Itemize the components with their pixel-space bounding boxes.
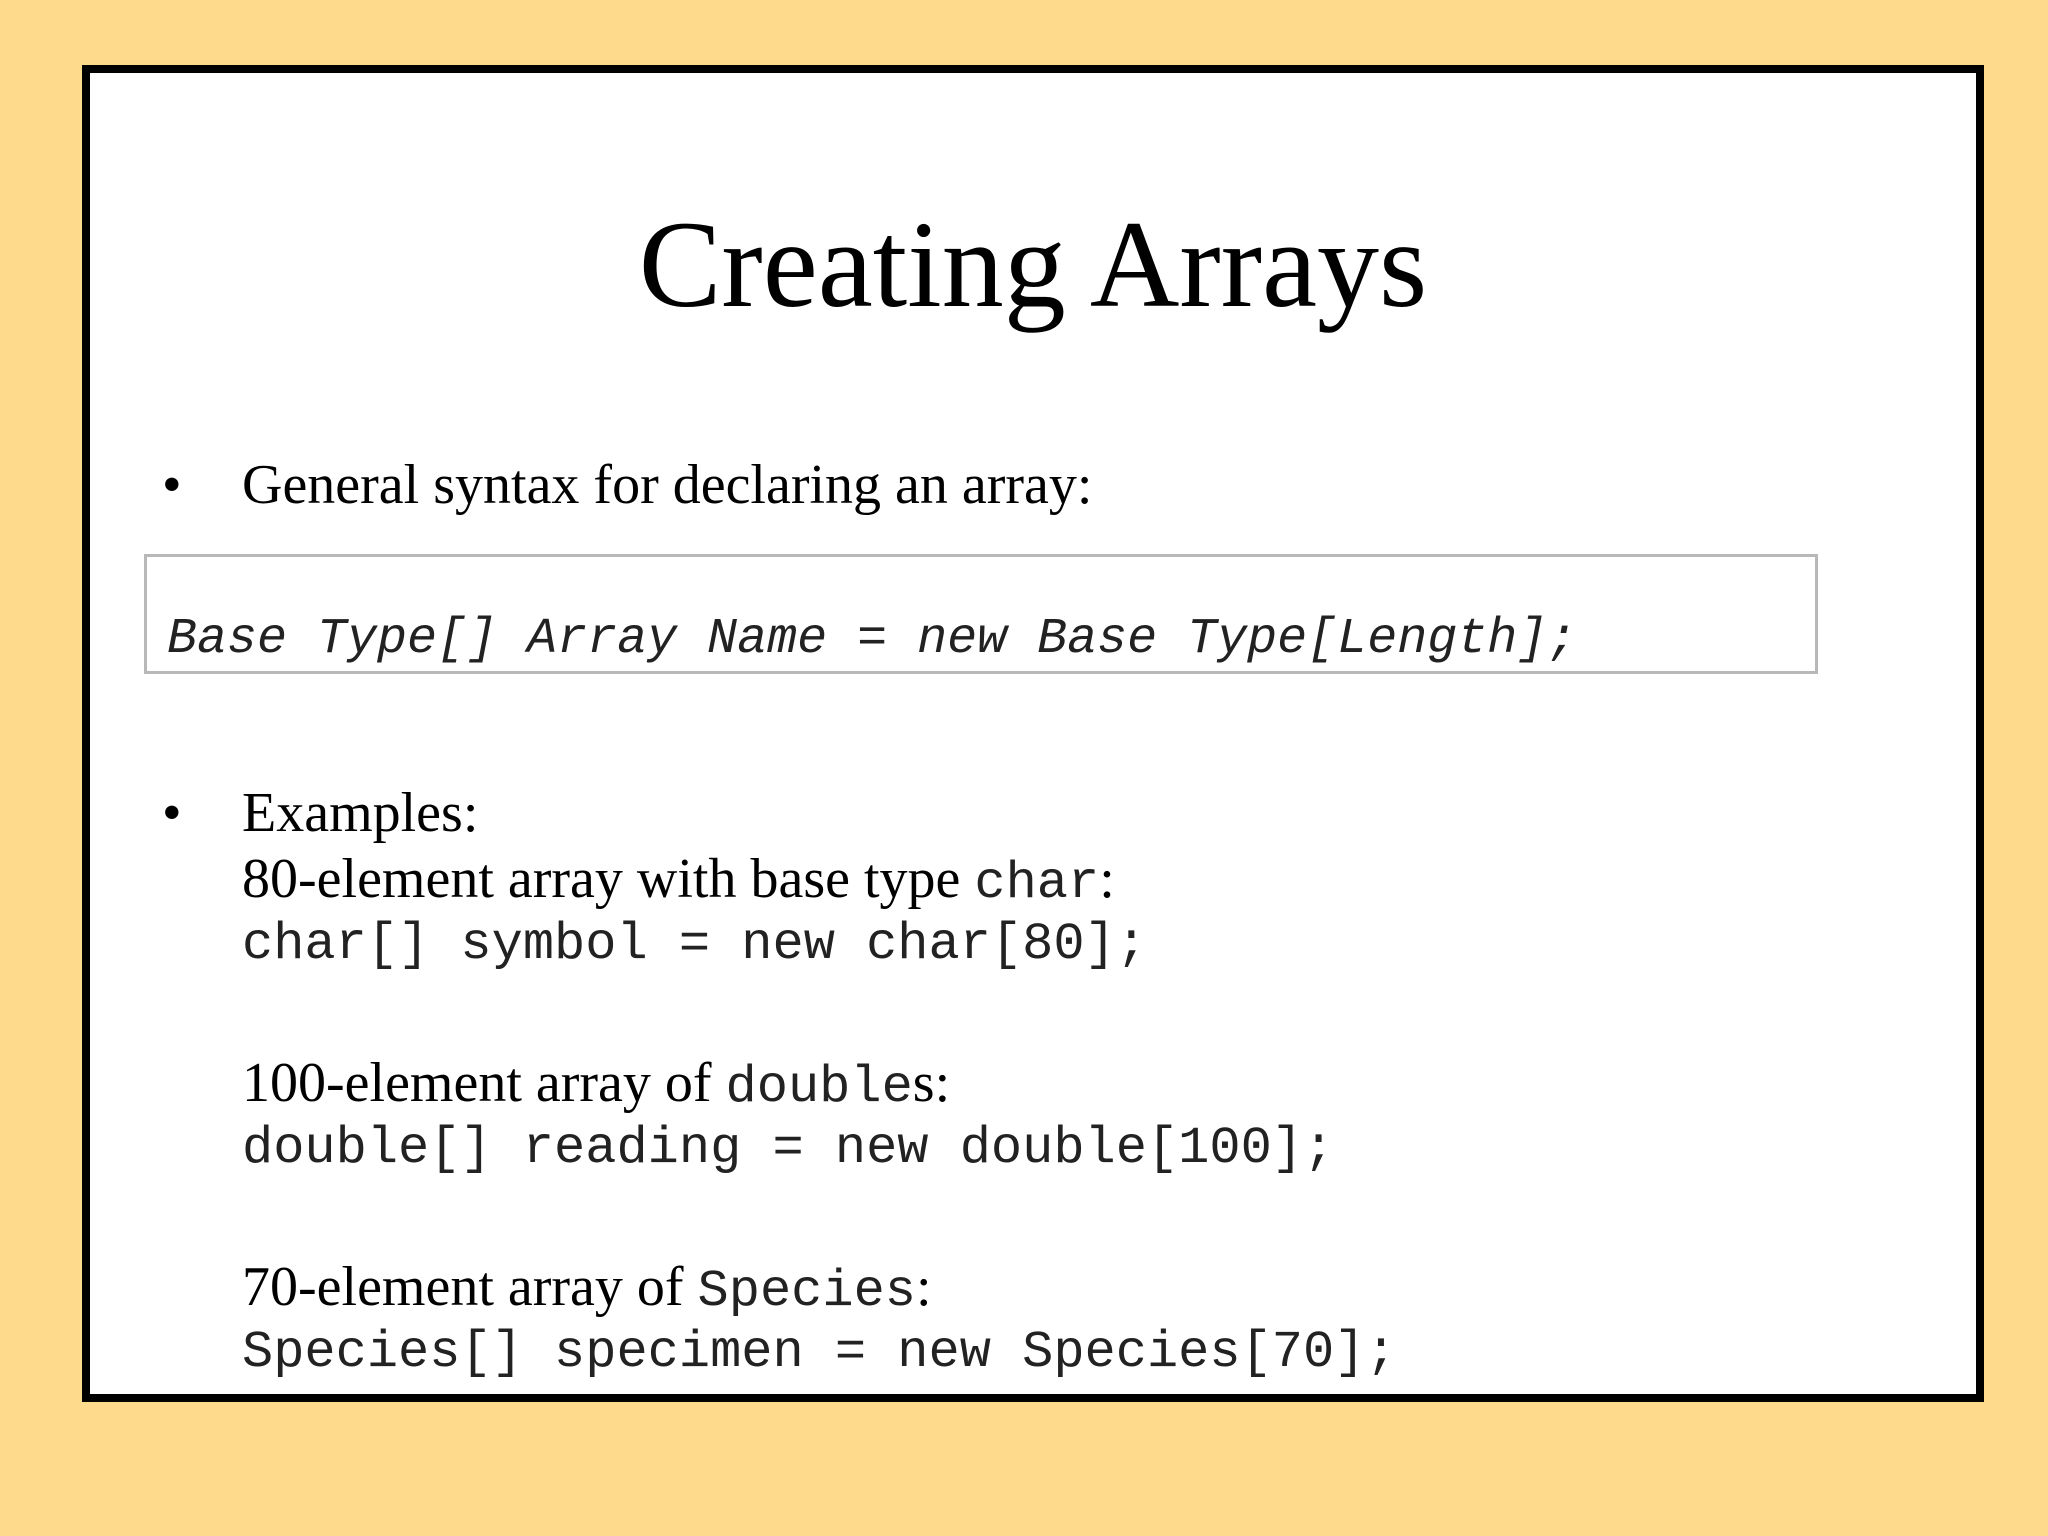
example-char-desc-prefix: 80-element array with base type	[242, 848, 975, 910]
bullet-dot-1: •	[162, 454, 182, 516]
syntax-box: Base Type[] Array Name = new Base Type[L…	[144, 554, 1818, 674]
example-species-desc: 70-element array of Species:	[242, 1259, 932, 1318]
syntax-code: Base Type[] Array Name = new Base Type[L…	[167, 611, 1578, 668]
example-char-desc: 80-element array with base type char:	[242, 851, 1115, 910]
example-char-desc-code: char	[974, 854, 1100, 913]
example-double-desc-code: double	[725, 1058, 913, 1117]
example-species-desc-suffix: :	[915, 1256, 932, 1318]
bullet-general-syntax: General syntax for declaring an array:	[242, 454, 1093, 516]
example-species-desc-code: Species	[697, 1262, 916, 1321]
bullet-examples: Examples:	[242, 782, 479, 844]
example-double-desc: 100-element array of doubles:	[242, 1055, 950, 1114]
example-char-code: char[] symbol = new char[80];	[242, 915, 1147, 974]
example-double-desc-suffix: s:	[912, 1052, 951, 1114]
slide-title: Creating Arrays	[638, 196, 1428, 333]
example-species-code: Species[] specimen = new Species[70];	[242, 1323, 1397, 1382]
slide: Creating Arrays • General syntax for dec…	[82, 65, 1984, 1402]
example-double-desc-prefix: 100-element array of	[242, 1052, 726, 1114]
example-char-desc-suffix: :	[1099, 848, 1115, 910]
example-species-desc-prefix: 70-element array of	[242, 1256, 698, 1318]
example-double-code: double[] reading = new double[100];	[242, 1119, 1335, 1178]
bullet-dot-2: •	[162, 782, 182, 844]
